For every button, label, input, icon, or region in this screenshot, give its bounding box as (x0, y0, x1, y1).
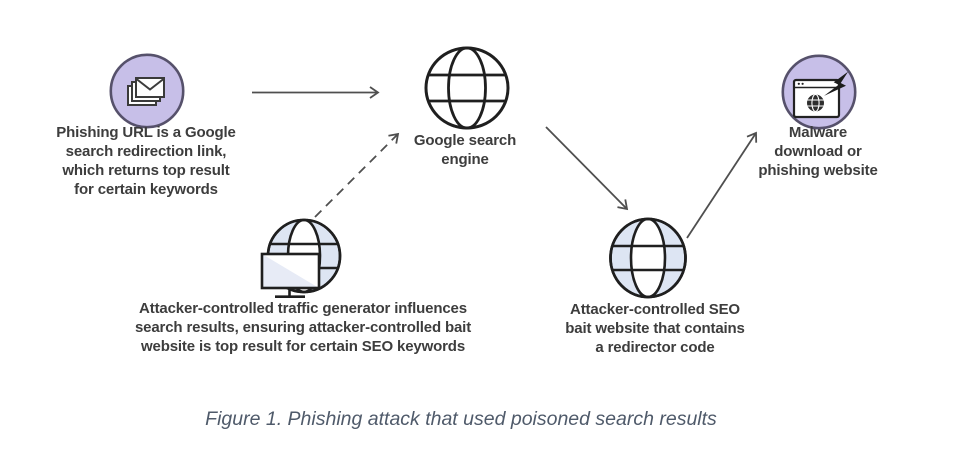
arrow-trafficgen-to-search (314, 132, 400, 218)
search-engine-label: Google search engine (413, 132, 517, 168)
stacked-envelopes-icon (109, 53, 185, 129)
browser-lightning-icon (781, 54, 857, 130)
arrow-seobait-to-malware (686, 131, 758, 239)
globe-icon (609, 217, 687, 299)
traffic-generator-label: Attacker-controlled traffic generator in… (134, 300, 472, 355)
globe-monitor-icon (260, 218, 342, 298)
malware-site-label: Malware download or phishing website (758, 124, 878, 179)
globe-icon (424, 46, 510, 130)
figure-caption: Figure 1. Phishing attack that used pois… (205, 408, 717, 430)
arrow-search-to-seobait (545, 126, 629, 211)
phishing-url-label: Phishing URL is a Google search redirect… (56, 124, 236, 198)
seo-bait-label: Attacker-controlled SEO bait website tha… (565, 301, 745, 356)
